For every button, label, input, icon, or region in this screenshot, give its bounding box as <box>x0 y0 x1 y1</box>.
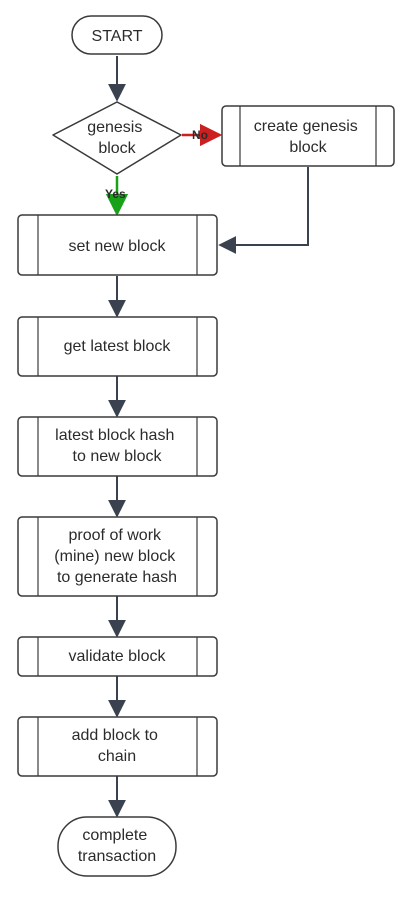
process-latest-block-hash: latest block hash to new block <box>17 416 218 477</box>
start-label: START <box>92 28 143 45</box>
add-block-line-2: chain <box>98 748 136 765</box>
latest-hash-line-2: to new block <box>73 448 163 465</box>
process-set-new-block: set new block <box>17 214 218 276</box>
decision-line-1: genesis <box>87 119 142 136</box>
start-node: START <box>71 15 163 55</box>
proof-line-1: proof of work <box>69 527 162 544</box>
create-genesis-line-2: block <box>289 139 327 156</box>
svg-text:latest block hash to new: latest block hash to new block <box>55 427 179 465</box>
decision-genesis-block: genesis block <box>52 101 182 175</box>
process-validate-block: validate block <box>17 636 218 677</box>
svg-text:complete transaction: complete transaction <box>78 827 156 865</box>
edge-create-genesis-to-set-new-block <box>218 167 309 254</box>
process-get-latest-block: get latest block <box>17 316 218 377</box>
svg-text:genesis block: genesis block <box>87 119 147 157</box>
decision-line-2: block <box>98 140 136 157</box>
add-block-line-1: add block to <box>72 727 158 744</box>
set-new-block-label: set new block <box>69 238 167 255</box>
complete-line-2: transaction <box>78 848 156 865</box>
svg-text:proof of work (mine) new: proof of work (mine) new block to genera… <box>54 527 179 586</box>
process-add-block-to-chain: add block to chain <box>17 716 218 777</box>
get-latest-block-label: get latest block <box>64 338 172 355</box>
end-complete-transaction: complete transaction <box>57 816 177 877</box>
svg-text:add block to chain: add block to chain <box>72 727 163 765</box>
validate-block-label: validate block <box>69 648 167 665</box>
complete-line-1: complete <box>82 827 147 844</box>
svg-text:create genesis block: create genesis block <box>254 118 363 156</box>
proof-line-2: (mine) new block <box>54 548 176 565</box>
process-create-genesis-block: create genesis block <box>221 105 395 167</box>
no-label: No <box>192 128 208 142</box>
create-genesis-line-1: create genesis <box>254 118 358 135</box>
process-proof-of-work: proof of work (mine) new block to genera… <box>17 516 218 597</box>
latest-hash-line-1: latest block hash <box>55 427 174 444</box>
yes-label: Yes <box>105 187 126 201</box>
proof-line-3: to generate hash <box>57 569 177 586</box>
